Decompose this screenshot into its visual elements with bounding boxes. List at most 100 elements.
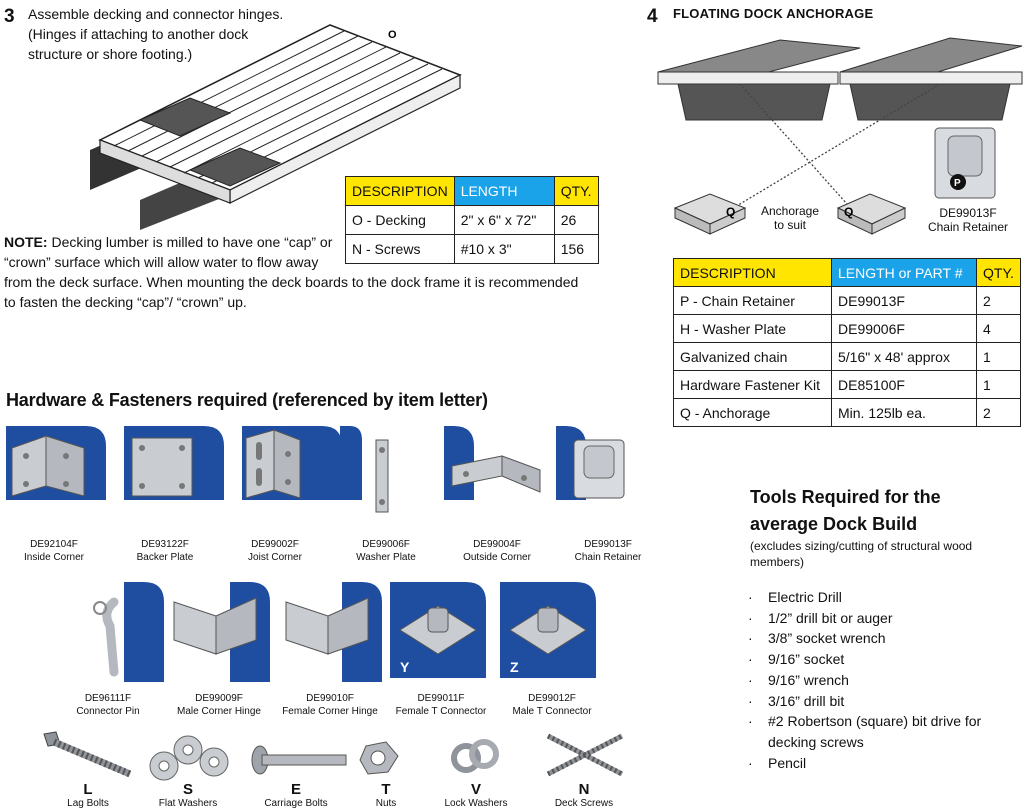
table-cell: 156	[553, 234, 599, 264]
table-cell: DE99013F	[831, 286, 977, 315]
step-3-line: Assemble decking and connector hinges.	[28, 6, 284, 22]
hardware-code: DE99004F	[473, 539, 521, 550]
table-cell: 1	[976, 370, 1021, 399]
table-cell: H - Washer Plate	[673, 314, 832, 343]
table-cell: Q - Anchorage	[673, 398, 832, 427]
flat-washers-icon	[149, 735, 229, 781]
anchorage-illustration: Q Q P	[657, 37, 1023, 235]
tool-item: Electric Drill	[748, 587, 1018, 608]
hardware-code: DE99006F	[362, 539, 410, 550]
table-cell: N - Screws	[345, 234, 455, 264]
hardware-code: DE96111F	[84, 693, 132, 704]
table-cell: Galvanized chain	[673, 342, 832, 371]
hardware-name: Male T Connector	[512, 706, 592, 717]
tool-item: #2 Robertson (square) bit drive for deck…	[748, 711, 1018, 752]
note-block-continued: from the deck surface. When mounting the…	[4, 272, 604, 312]
fastener-letter: T	[381, 781, 391, 798]
tool-item: 9/16” wrench	[748, 670, 1018, 691]
female-corner-hinge-image	[285, 582, 382, 682]
fastener-item: L Lag Bolts	[38, 782, 138, 810]
retainer-label-line: DE99013F	[939, 206, 997, 220]
hardware-code: DE99002F	[251, 539, 299, 550]
tools-note: (excludes sizing/cutting of structural w…	[750, 539, 973, 569]
table-cell: Min. 125lb ea.	[831, 398, 977, 427]
note-text: to fasten the decking “cap”/ “crown” up.	[4, 294, 247, 310]
hardware-item: DE99004F Outside Corner	[442, 538, 552, 564]
fastener-name: Deck Screws	[554, 798, 614, 809]
table-row: Hardware Fastener Kit DE85100F 1	[673, 370, 1021, 399]
connector-letter-z: Z	[510, 659, 519, 675]
fastener-letter: L	[83, 781, 93, 798]
hardware-item: DE99009F Male Corner Hinge	[164, 692, 274, 718]
fastener-name: Lock Washers	[444, 798, 508, 809]
hardware-code: DE92104F	[30, 539, 78, 550]
hardware-code: DE99009F	[195, 693, 243, 704]
hardware-name: Joist Corner	[248, 552, 302, 563]
anchorage-label-line: to suit	[773, 218, 806, 232]
hardware-code: DE99010F	[306, 693, 354, 704]
nut-icon	[359, 741, 399, 775]
tool-item: Pencil	[748, 753, 1018, 774]
table-cell: 26	[553, 205, 599, 235]
tools-title-line: Tools Required for the	[750, 487, 941, 507]
hardware-code: DE99013F	[584, 539, 632, 550]
fastener-item: V Lock Washers	[426, 782, 526, 810]
hardware-code: DE99012F	[528, 693, 576, 704]
table-cell: 2" x 6" x 72"	[453, 205, 555, 235]
header-length: LENGTH	[453, 176, 555, 206]
tool-item: 3/8” socket wrench	[748, 628, 1018, 649]
header-description: DESCRIPTION	[673, 258, 832, 287]
table-cell: DE99006F	[831, 314, 977, 343]
table-row: Q - Anchorage Min. 125lb ea. 2	[673, 398, 1021, 427]
table-row: P - Chain Retainer DE99013F 2	[673, 286, 1021, 315]
hardware-item: DE92104F Inside Corner	[0, 538, 109, 564]
joist-corner-image	[242, 426, 342, 500]
table-cell: 2	[976, 398, 1021, 427]
lock-washers-icon	[451, 739, 499, 773]
header-description: DESCRIPTION	[345, 176, 455, 206]
fastener-item: S Flat Washers	[138, 782, 238, 810]
table-cell: O - Decking	[345, 205, 455, 235]
hardware-item: DE99011F Female T Connector	[386, 692, 496, 718]
tool-item: 3/16” drill bit	[748, 691, 1018, 712]
table-header-row: DESCRIPTION LENGTH QTY.	[345, 176, 599, 206]
fastener-item: T Nuts	[336, 782, 436, 810]
hardware-item: DE99010F Female Corner Hinge	[275, 692, 385, 718]
outside-corner-image	[444, 426, 541, 500]
anchorage-label-line: Anchorage	[760, 204, 820, 218]
table-cell: P - Chain Retainer	[673, 286, 832, 315]
decking-table: DESCRIPTION LENGTH QTY. O - Decking 2" x…	[345, 176, 599, 264]
step-4-title: FLOATING DOCK ANCHORAGE	[673, 6, 874, 21]
table-cell: #10 x 3"	[453, 234, 555, 264]
fastener-item: N Deck Screws	[534, 782, 634, 810]
step-4-number: 4	[647, 6, 658, 27]
header-length-part: LENGTH or PART #	[831, 258, 977, 287]
male-corner-hinge-image	[173, 582, 270, 682]
hardware-item: DE99006F Washer Plate	[331, 538, 441, 564]
tools-title: Tools Required for the average Dock Buil…	[750, 484, 1010, 538]
decking-illustration: O	[90, 24, 462, 230]
connector-letter-y: Y	[400, 659, 410, 675]
hardware-name: Chain Retainer	[574, 552, 642, 563]
anchorage-table: DESCRIPTION LENGTH or PART # QTY. P - Ch…	[673, 258, 1021, 427]
callout-o: O	[388, 29, 397, 41]
hardware-item: DE99002F Joist Corner	[220, 538, 330, 564]
tool-item: 9/16” socket	[748, 649, 1018, 670]
step-3-number: 3	[4, 6, 15, 27]
hardware-name: Backer Plate	[136, 552, 194, 563]
fastener-name: Carriage Bolts	[264, 798, 328, 809]
table-cell: 5/16" x 48' approx	[831, 342, 977, 371]
table-header-row: DESCRIPTION LENGTH or PART # QTY.	[673, 258, 1021, 287]
male-t-connector-image: Z	[500, 582, 596, 678]
table-cell: 1	[976, 342, 1021, 371]
chain-retainer-image	[556, 426, 625, 500]
table-row: H - Washer Plate DE99006F 4	[673, 314, 1021, 343]
backer-plate-image	[124, 426, 224, 500]
hardware-name: Outside Corner	[463, 552, 531, 563]
fastener-letter: E	[290, 781, 301, 798]
hardware-name: Female T Connector	[395, 706, 487, 717]
note-text: Decking lumber is milled to have one “ca…	[51, 234, 333, 250]
fastener-name: Nuts	[375, 798, 397, 809]
note-text: “crown” surface which will allow water t…	[4, 254, 319, 270]
carriage-bolt-icon	[251, 745, 347, 775]
